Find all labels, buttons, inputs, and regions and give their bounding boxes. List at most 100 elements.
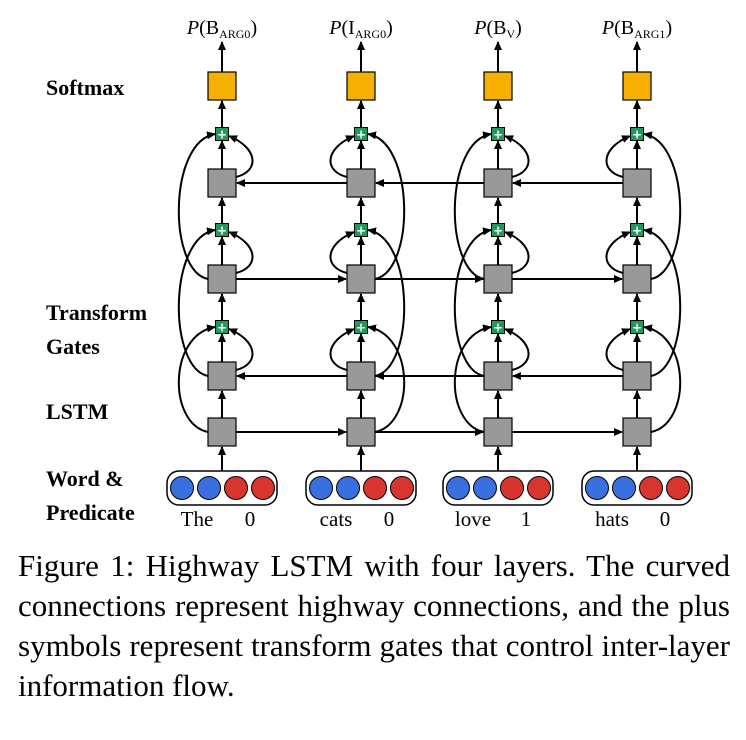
- word-embedding-unit: [446, 476, 470, 500]
- lstm-cell: [346, 417, 376, 447]
- transform-gate: [215, 320, 229, 334]
- gate-plus-symbol: +: [632, 321, 642, 335]
- transform-gate: [215, 223, 229, 237]
- highway-connection: [453, 131, 492, 280]
- gate-plus-symbol: +: [493, 224, 503, 238]
- word-embedding-unit: [612, 476, 636, 500]
- row-label-softmax: Softmax: [46, 75, 124, 100]
- predicate-embedding-unit: [527, 476, 551, 500]
- output-label: P(BARG1): [601, 17, 672, 41]
- transform-gate: [354, 320, 368, 334]
- transform-gate: [491, 320, 505, 334]
- row-label-transform: Transform: [46, 300, 147, 325]
- gate-plus-symbol: +: [493, 321, 503, 335]
- predicate-embedding-unit: [666, 476, 690, 500]
- input-word: hats: [595, 507, 629, 531]
- predicate-embedding-unit: [224, 476, 248, 500]
- predicate-embedding-unit: [500, 476, 524, 500]
- highway-connection: [605, 231, 631, 274]
- lstm-cell: [207, 264, 237, 294]
- highway-connection: [453, 324, 492, 433]
- gate-plus-symbol: +: [632, 224, 642, 238]
- lstm-cell: [622, 168, 652, 198]
- predicate-embedding-unit: [390, 476, 414, 500]
- gate-plus-symbol: +: [356, 224, 366, 238]
- predicate-embedding-unit: [251, 476, 275, 500]
- highway-connection: [329, 328, 355, 371]
- predicate-embedding-unit: [639, 476, 663, 500]
- row-label-predicate: Predicate: [46, 500, 135, 525]
- transform-gate: [630, 127, 644, 141]
- word-embedding-unit: [197, 476, 221, 500]
- highway-connection: [453, 227, 492, 377]
- highway-connection: [329, 231, 355, 274]
- highway-connection: [643, 324, 682, 433]
- word-embedding-unit: [585, 476, 609, 500]
- lstm-cell: [483, 417, 513, 447]
- highway-connection: [605, 328, 631, 371]
- gate-plus-symbol: +: [217, 128, 227, 142]
- gate-plus-symbol: +: [217, 321, 227, 335]
- lstm-cell: [483, 264, 513, 294]
- word-embedding-unit: [170, 476, 194, 500]
- lstm-cell: [207, 361, 237, 391]
- softmax-cell: [207, 71, 237, 101]
- input-word: cats: [320, 507, 353, 531]
- transform-gate: [354, 223, 368, 237]
- transform-gate: [491, 223, 505, 237]
- highway-connection: [177, 227, 216, 377]
- lstm-cell: [346, 168, 376, 198]
- highway-connection: [367, 131, 406, 280]
- highway-connection: [177, 324, 216, 433]
- lstm-cell: [346, 264, 376, 294]
- output-label: P(BV): [473, 17, 522, 41]
- transform-gate: [630, 320, 644, 334]
- predicate-flag: 0: [660, 507, 671, 531]
- word-embedding-unit: [336, 476, 360, 500]
- lstm-cell: [622, 264, 652, 294]
- softmax-cell: [483, 71, 513, 101]
- lstm-cell: [483, 361, 513, 391]
- highway-connection: [329, 135, 355, 178]
- highway-connection: [605, 135, 631, 178]
- row-label-lstm: LSTM: [46, 399, 109, 424]
- gate-plus-symbol: +: [493, 128, 503, 142]
- gate-plus-symbol: +: [217, 224, 227, 238]
- word-embedding-unit: [309, 476, 333, 500]
- figure-caption: Figure 1: Highway LSTM with four layers.…: [18, 548, 730, 703]
- highway-connection: [228, 135, 254, 178]
- predicate-flag: 0: [384, 507, 395, 531]
- highway-connection: [367, 324, 406, 433]
- highway-lstm-diagram: Softmax Transform Gates LSTM Word & Pred…: [46, 17, 693, 531]
- transform-gate: [630, 223, 644, 237]
- lstm-cell: [207, 417, 237, 447]
- softmax-cell: [622, 71, 652, 101]
- highway-connection: [504, 231, 530, 274]
- input-word: The: [181, 507, 214, 531]
- predicate-flag: 0: [245, 507, 256, 531]
- gate-plus-symbol: +: [356, 128, 366, 142]
- highway-connection: [504, 135, 530, 178]
- highway-connection: [367, 227, 406, 377]
- transform-gate: [491, 127, 505, 141]
- highway-connection: [177, 131, 216, 280]
- gate-plus-symbol: +: [632, 128, 642, 142]
- output-label: P(BARG0): [186, 17, 257, 41]
- transform-gate: [215, 127, 229, 141]
- lstm-cell: [483, 168, 513, 198]
- row-label-gates: Gates: [46, 334, 100, 359]
- highway-connection: [228, 231, 254, 274]
- input-word: love: [455, 507, 491, 531]
- lstm-cell: [207, 168, 237, 198]
- gate-plus-symbol: +: [356, 321, 366, 335]
- highway-connection: [643, 131, 682, 280]
- word-embedding-unit: [473, 476, 497, 500]
- lstm-cell: [622, 361, 652, 391]
- predicate-embedding-unit: [363, 476, 387, 500]
- diagram-layers: The 0 + + + P(BARG0) cats 0 + + + P(IARG0) love 1 + + + P…: [166, 17, 693, 531]
- output-label: P(IARG0): [328, 17, 393, 41]
- row-label-word: Word &: [46, 466, 124, 491]
- predicate-flag: 1: [521, 507, 532, 531]
- highway-connection: [643, 227, 682, 377]
- softmax-cell: [346, 71, 376, 101]
